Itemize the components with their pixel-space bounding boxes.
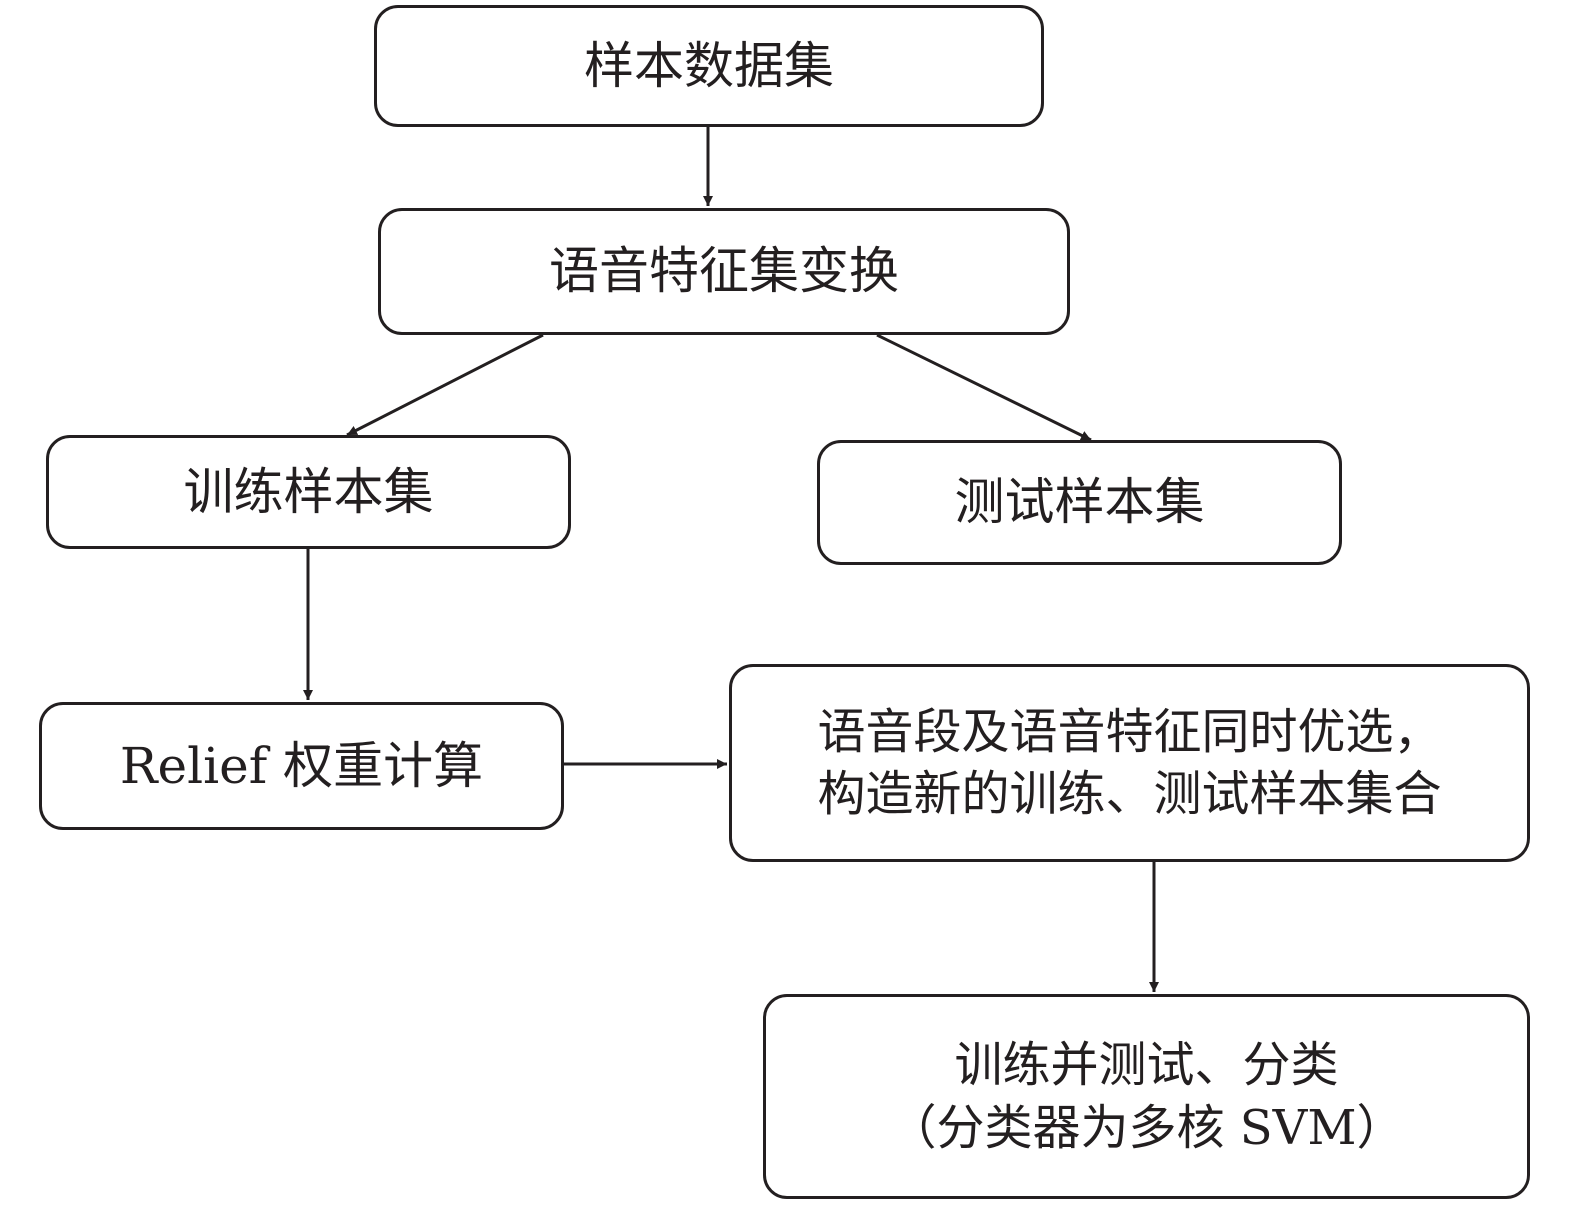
node-test-set-label: 测试样本集 (954, 473, 1205, 531)
arrow-transform-to-test (876, 333, 1092, 442)
node-feature-selection-line-2: 构造新的训练、测试样本集合 (817, 766, 1442, 822)
node-relief-weight-label: Relief 权重计算 (119, 736, 484, 795)
node-training-set: 训练样本集 (46, 435, 571, 549)
arrow-transform-to-train (346, 333, 544, 437)
node-train-test-classify: 训练并测试、分类 （分类器为多核 SVM） (763, 994, 1530, 1199)
node-feature-selection-line-1: 语音段及语音特征同时优选， (817, 703, 1442, 760)
node-train-test-classify-line-1: 训练并测试、分类 (954, 1037, 1339, 1094)
node-sample-dataset: 样本数据集 (374, 5, 1044, 127)
node-feature-transform-label: 语音特征集变换 (549, 242, 899, 300)
node-training-set-label: 训练样本集 (183, 462, 434, 521)
node-train-test-classify-line-2: （分类器为多核 SVM） (888, 1099, 1405, 1156)
node-feature-selection: 语音段及语音特征同时优选， 构造新的训练、测试样本集合 (729, 664, 1530, 862)
node-feature-transform: 语音特征集变换 (378, 208, 1070, 335)
node-relief-weight: Relief 权重计算 (39, 702, 564, 830)
node-sample-dataset-label: 样本数据集 (584, 36, 834, 95)
node-test-set: 测试样本集 (817, 440, 1342, 565)
